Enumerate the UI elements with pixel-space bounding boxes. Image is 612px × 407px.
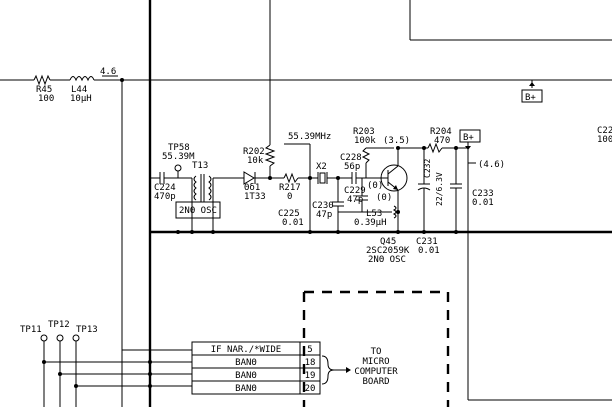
bplus-top-label: B+	[525, 93, 536, 103]
voltage-4-6-label: 4.6	[100, 67, 116, 77]
connector-signal-3: BANΘ	[235, 384, 257, 394]
q45-transistor	[378, 146, 408, 232]
connector-brace	[321, 355, 335, 385]
connector-pin-0: 5	[307, 345, 312, 355]
r204-value: 470	[434, 136, 450, 146]
tp58-frequency: 55.39M	[162, 152, 195, 162]
c231-label: C231	[416, 237, 438, 247]
frame-lines	[148, 0, 612, 407]
tp11-tp13-testpoints	[40, 334, 192, 407]
c224-capacitor	[150, 172, 192, 184]
c229-label: C229	[344, 186, 366, 196]
svg-text:MICRO: MICRO	[362, 357, 389, 367]
c233-value: 0.01	[472, 198, 494, 208]
r204-label: R204	[430, 127, 452, 137]
c22-partial-label: C22	[597, 126, 612, 136]
c229-value: 47p	[347, 195, 363, 205]
ground-bus-junctions	[176, 230, 400, 234]
d41-part: 1T33	[244, 192, 266, 202]
tp13-label: TP13	[76, 325, 98, 335]
voltage-4-6b-label: (4.6)	[478, 160, 505, 170]
r203-value: 100k	[354, 136, 376, 146]
t13-transformer	[175, 174, 244, 232]
c230-label: C230	[312, 201, 334, 211]
r217-resistor	[270, 172, 310, 184]
c228-label: C228	[340, 153, 362, 163]
r202-value: 10k	[247, 156, 264, 166]
c230-value: 47p	[316, 210, 332, 220]
c233-capacitor	[450, 148, 462, 234]
x2-label: X2	[316, 162, 327, 172]
r203-label: R203	[353, 127, 375, 137]
connector-pin-3: 20	[305, 384, 316, 394]
l53-label: L53	[366, 209, 382, 219]
voltage-0b-label: (0)	[376, 193, 392, 203]
q45-function: 2NΘ OSC	[368, 255, 406, 265]
r202-resistor	[264, 144, 276, 180]
c232-capacitor	[417, 148, 431, 234]
connector-signal-2: BANΘ	[235, 371, 257, 381]
q45-label: Q45	[380, 237, 396, 247]
connector-pin-1: 18	[305, 358, 316, 368]
c225-value: 0.01	[282, 218, 304, 228]
c232-value: 22/6.3V	[435, 172, 444, 206]
connector-pin-2: 19	[305, 371, 316, 381]
c228-capacitor	[338, 172, 378, 184]
tp58-testpoint	[174, 164, 182, 178]
bplus-right-label: B+	[463, 133, 474, 143]
c224-value: 470p	[154, 192, 176, 202]
c22-partial-value: 100	[597, 135, 612, 145]
svg-text:COMPUTER: COMPUTER	[354, 367, 398, 377]
connector-signal-0: IF NAR./*WIDE	[211, 345, 281, 355]
l53-inductor	[392, 205, 397, 219]
r217-value: 0	[287, 192, 292, 202]
voltage-3-5-label: (3.5)	[383, 136, 410, 146]
x2-crystal	[310, 172, 340, 184]
r202-label: R202	[243, 147, 265, 157]
c224-label: C224	[154, 183, 176, 193]
top-supply-line	[0, 74, 612, 407]
svg-text:TO: TO	[371, 347, 382, 357]
c232-label: C232	[423, 159, 432, 178]
r203-resistor	[361, 147, 394, 178]
bplus-right-terminal: B+	[459, 129, 481, 150]
bplus-top-terminal: B+	[521, 89, 543, 103]
svg-text:BOARD: BOARD	[362, 377, 389, 387]
l44-label: L44	[71, 85, 87, 95]
c233-label: C233	[472, 189, 494, 199]
c229-capacitor	[338, 178, 392, 213]
d41-diode	[243, 171, 270, 185]
freq-top-label: 55.39MHz	[288, 132, 331, 142]
d41-label: Θδ1	[244, 183, 260, 193]
to-micro-computer-label: TO MICRO COMPUTER BOARD	[354, 347, 398, 387]
c225-label: C225	[278, 209, 300, 219]
r45-value: 100	[38, 94, 54, 104]
c228-value: 56p	[344, 162, 360, 172]
l44-value: 10μH	[70, 94, 92, 104]
tp58-label: TP58	[168, 143, 190, 153]
r45-label: R45	[36, 85, 52, 95]
l53-value: 0.39μH	[354, 218, 387, 228]
q45-part: 2SC2059K	[366, 246, 410, 256]
r217-label: R217	[279, 183, 301, 193]
t13-function-label: 2NΘ OSC	[179, 206, 217, 216]
voltage-0a-label: (0)	[367, 181, 383, 191]
t13-label: T13	[192, 161, 208, 171]
c231-value: 0.01	[418, 246, 440, 256]
tp12-label: TP12	[48, 320, 70, 330]
c230-capacitor	[332, 178, 344, 232]
tp11-label: TP11	[20, 325, 42, 335]
micro-computer-board-outline	[302, 290, 450, 407]
connector-signal-1: BANΘ	[235, 358, 257, 368]
